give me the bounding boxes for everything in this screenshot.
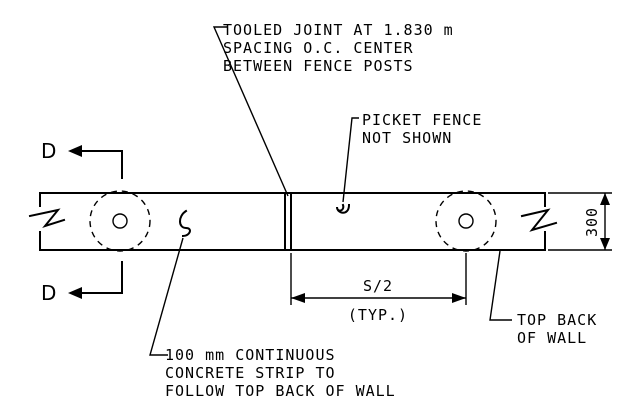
tooled-joint-line-2: SPACING O.C. CENTER	[223, 39, 414, 57]
picket-fence-line-1: PICKET FENCE	[362, 111, 482, 129]
section-mark-top: D	[41, 139, 123, 179]
concrete-strip-line-2: CONCRETE STRIP TO	[165, 364, 336, 382]
spacing-dimension-note: (TYP.)	[348, 306, 408, 324]
top-back-of-wall-note: TOP BACK OF WALL	[489, 250, 597, 347]
fence-post-right	[435, 190, 497, 252]
right-break-symbol	[520, 208, 558, 232]
picket-fence-note: PICKET FENCE NOT SHOWN	[342, 111, 482, 203]
tooled-joint-note: TOOLED JOINT AT 1.830 m SPACING O.C. CEN…	[212, 21, 454, 197]
fence-post-left	[89, 190, 151, 252]
top-back-line-2: OF WALL	[517, 329, 587, 347]
width-dimension-label: 300	[583, 207, 601, 237]
tooled-joint-line-3: BETWEEN FENCE POSTS	[223, 57, 414, 75]
section-label-top: D	[41, 139, 56, 163]
top-back-line-1: TOP BACK	[517, 311, 597, 329]
concrete-strip-note: 100 mm CONTINUOUS CONCRETE STRIP TO FOLL…	[149, 237, 396, 400]
left-break-symbol	[28, 208, 66, 228]
tooled-joint	[284, 192, 292, 251]
spacing-dimension-label: S/2	[363, 277, 393, 295]
section-mark-bottom: D	[41, 261, 123, 305]
strip-reference-symbol	[179, 209, 191, 238]
tooled-joint-line-1: TOOLED JOINT AT 1.830 m	[223, 21, 454, 39]
concrete-strip-band	[39, 192, 546, 251]
section-label-bottom: D	[41, 281, 56, 305]
picket-fence-reference-symbol	[336, 203, 351, 214]
width-dimension: 300	[548, 192, 612, 251]
picket-fence-line-2: NOT SHOWN	[362, 129, 452, 147]
concrete-strip-line-3: FOLLOW TOP BACK OF WALL	[165, 382, 396, 400]
concrete-strip-line-1: 100 mm CONTINUOUS	[165, 346, 336, 364]
spacing-dimension: S/2 (TYP.)	[290, 253, 467, 324]
